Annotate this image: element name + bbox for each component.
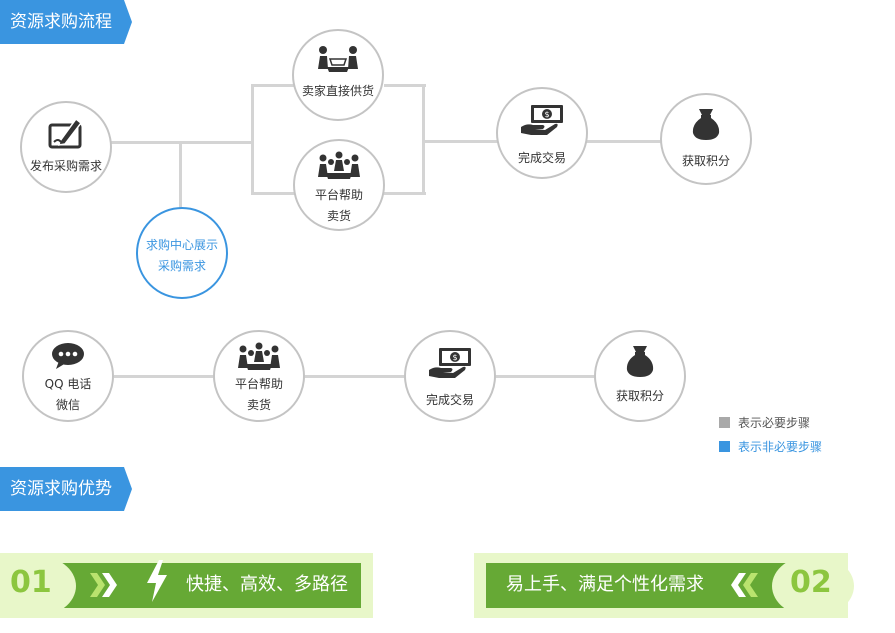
money-bag-icon: [626, 346, 654, 377]
connector: [384, 84, 426, 87]
legend-swatch-gray: [719, 417, 730, 428]
step-label: 平台帮助 卖货: [215, 374, 303, 416]
advantage-bar: [486, 563, 790, 608]
double-chevron-right-icon: [90, 573, 117, 597]
step-label: 发布采购需求: [29, 159, 102, 173]
step-label-line: 微信: [55, 398, 80, 412]
chat-bubble-icon: [52, 343, 84, 369]
step-seller-direct-supply: 卖家直接供货: [292, 29, 384, 121]
advantage-number-circle: [0, 555, 76, 617]
step-complete-transaction: $ 完成交易: [404, 330, 496, 422]
connector: [384, 192, 426, 195]
money-hand-icon: $: [429, 348, 471, 378]
connector: [251, 84, 295, 87]
legend-required: 表示必要步骤: [719, 414, 810, 431]
legend-label: 表示非必要步骤: [738, 440, 823, 454]
step-label: 求购中心展示 采购需求: [138, 235, 226, 277]
step-label-line: 采购需求: [157, 259, 206, 273]
step-label-line: QQ 电话: [44, 377, 92, 391]
team-meeting-icon: [238, 342, 280, 370]
connector: [422, 84, 425, 195]
connector: [251, 192, 295, 195]
meeting-icon: [318, 46, 358, 72]
section-title-process-text: 资源求购流程: [10, 12, 112, 32]
advantage-number: 01: [10, 565, 52, 600]
team-meeting-icon: [318, 151, 360, 179]
step-purchase-center-display: 求购中心展示 采购需求: [136, 207, 228, 299]
double-chevron-left-icon: [731, 573, 758, 597]
legend-label: 表示必要步骤: [738, 416, 811, 430]
connector: [251, 84, 254, 195]
money-hand-icon: $: [521, 105, 563, 135]
step-label-line: 平台帮助: [234, 377, 283, 391]
step-label-line: 卖货: [246, 398, 271, 412]
step-label: 完成交易: [517, 151, 566, 165]
step-platform-help-sell: 平台帮助 卖货: [293, 139, 385, 231]
step-label: 完成交易: [425, 393, 474, 407]
connector: [179, 141, 182, 210]
step-label: 平台帮助 卖货: [295, 185, 383, 227]
connector: [111, 141, 253, 144]
advantage-card-02: 易上手、满足个性化需求 02: [474, 553, 854, 618]
advantage-text: 易上手、满足个性化需求: [506, 574, 704, 595]
advantage-card-01: 01 快捷、高效、多路径: [0, 553, 373, 618]
step-label: 获取积分: [681, 154, 730, 168]
connector: [303, 375, 406, 378]
step-get-points: 获取积分: [594, 330, 686, 422]
step-label-line: 卖货: [326, 209, 351, 223]
sign-pen-icon: [48, 117, 83, 149]
legend-swatch-blue: [719, 441, 730, 452]
step-label-line: 平台帮助: [314, 188, 363, 202]
step-complete-transaction: $ 完成交易: [496, 87, 588, 179]
advantage-bar: [58, 563, 361, 608]
svg-text:$: $: [544, 110, 549, 119]
legend-optional: 表示非必要步骤: [719, 438, 822, 455]
svg-text:$: $: [452, 353, 457, 362]
step-platform-help-sell: 平台帮助 卖货: [213, 330, 305, 422]
step-contact-qq-phone-wechat: QQ 电话 微信: [22, 330, 114, 422]
advantage-number-circle: [772, 555, 854, 617]
section-title-advantages-text: 资源求购优势: [10, 479, 112, 499]
step-label: 获取积分: [615, 389, 664, 403]
connector: [494, 375, 598, 378]
money-bag-icon: [692, 109, 720, 140]
section-title-process: 资源求购流程: [0, 0, 132, 44]
connector: [422, 140, 500, 143]
connector: [114, 375, 214, 378]
advantage-number: 02: [790, 565, 832, 600]
advantage-text: 快捷、高效、多路径: [186, 574, 348, 595]
lightning-icon: [147, 560, 167, 602]
step-publish-requirement: 发布采购需求: [20, 101, 112, 193]
step-get-points: 获取积分: [660, 93, 752, 185]
step-label-line: 求购中心展示: [145, 238, 218, 252]
section-title-advantages: 资源求购优势: [0, 467, 132, 511]
step-label: QQ 电话 微信: [24, 374, 112, 416]
step-label: 卖家直接供货: [301, 84, 374, 98]
connector: [585, 140, 663, 143]
